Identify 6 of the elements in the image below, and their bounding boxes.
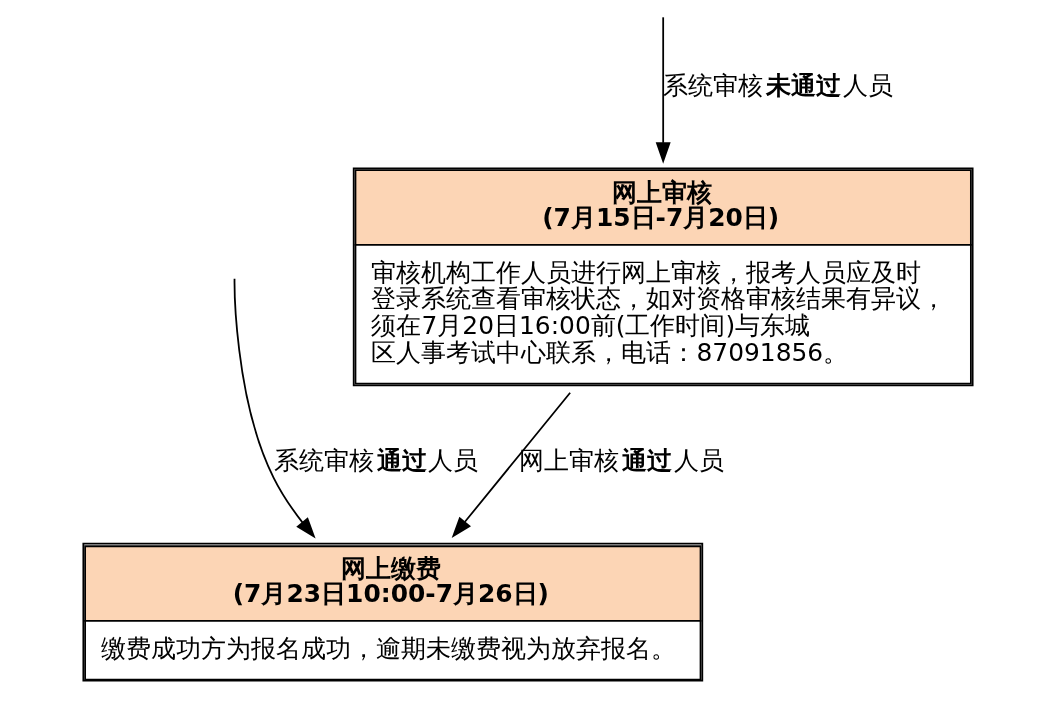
edge-label: 系统审核通过人员	[273, 446, 479, 476]
edge-label: 系统审核未通过人员	[663, 70, 893, 100]
edge-label: 网上审核通过人员	[519, 446, 724, 476]
arrow	[233, 277, 316, 539]
arrow	[451, 391, 572, 539]
arrow	[655, 16, 671, 164]
